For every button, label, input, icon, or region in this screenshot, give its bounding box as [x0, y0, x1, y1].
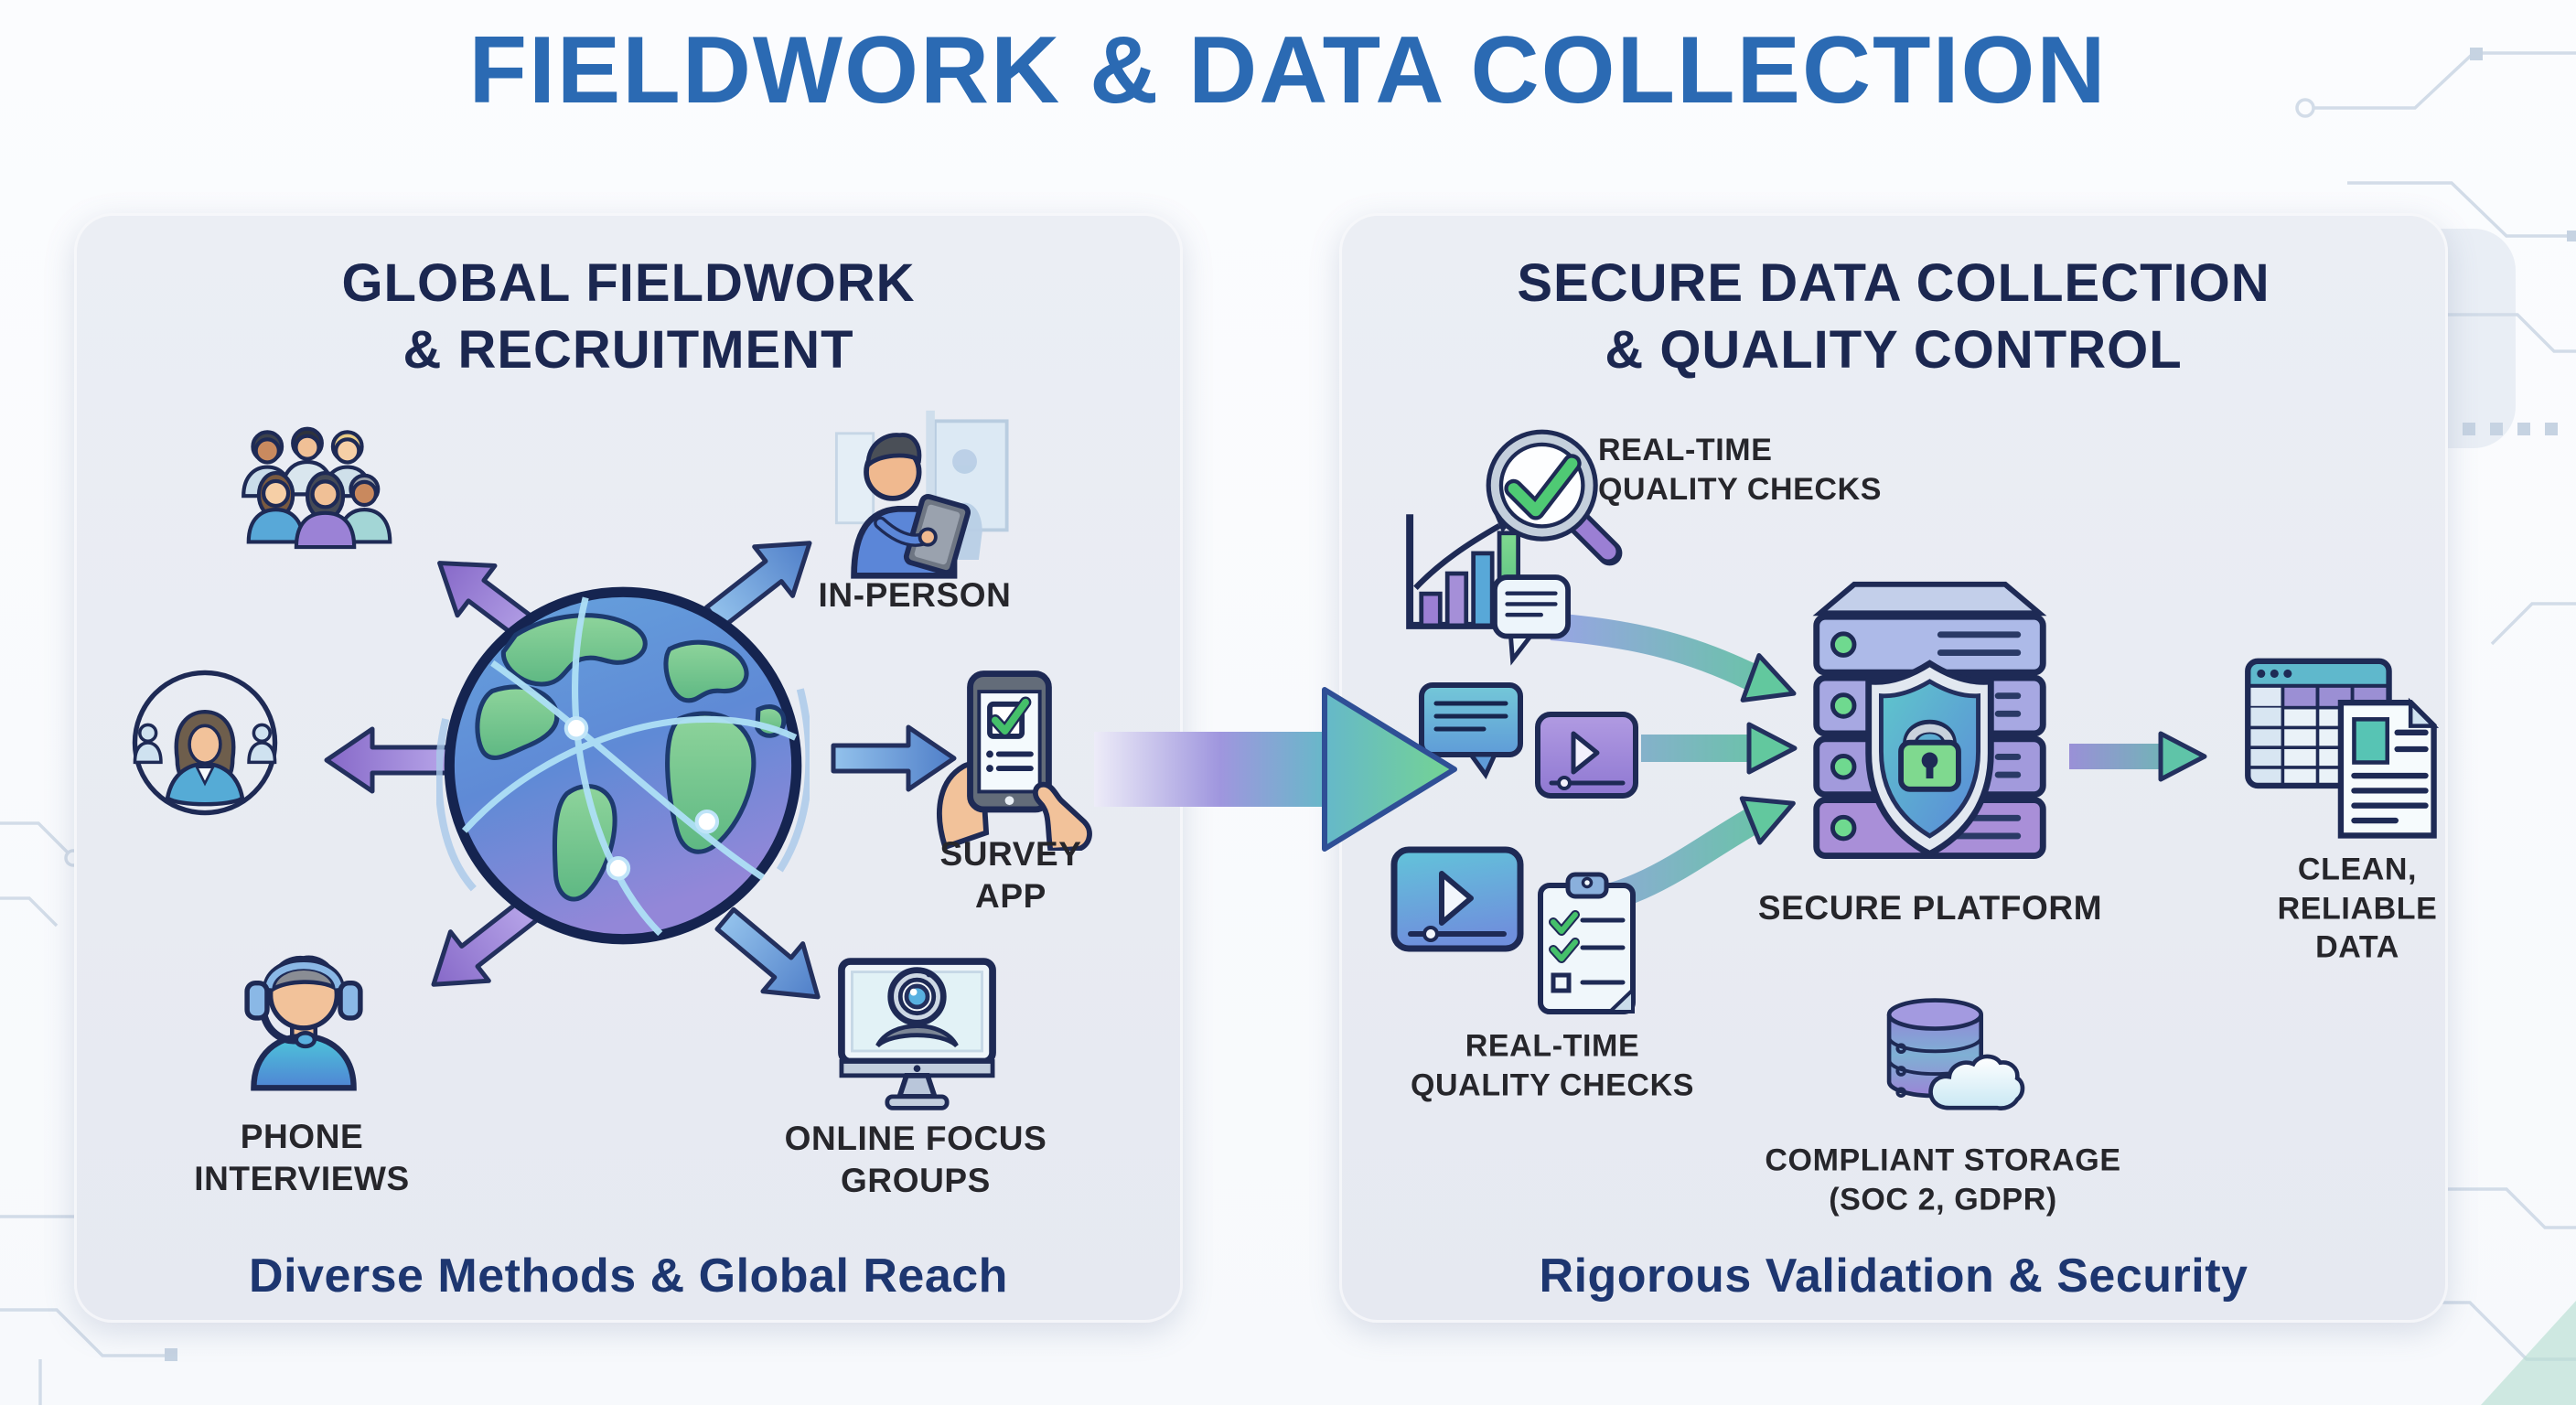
- table-document-icon: [2241, 649, 2457, 849]
- secure-platform-label: SECURE PLATFORM: [1757, 888, 2103, 927]
- phone-interviewer-headset-icon: [220, 919, 387, 1097]
- arrow-to-in-person: [703, 541, 812, 630]
- chat-bubble-icon: [1491, 572, 1572, 669]
- left-panel: GLOBAL FIELDWORK & RECRUITMENT: [74, 213, 1183, 1323]
- left-panel-caption: Diverse Methods & Global Reach: [249, 1249, 1008, 1303]
- right-panel-title: SECURE DATA COLLECTION & QUALITY CONTROL: [1517, 253, 2270, 381]
- secure-server-shield-icon: [1795, 577, 2065, 883]
- left-panel-title: GLOBAL FIELDWORK & RECRUITMENT: [341, 253, 916, 381]
- quality-checks-top-label: REAL-TIME QUALITY CHECKS: [1598, 433, 1883, 507]
- magnifier-check-icon: [1473, 416, 1630, 574]
- compliant-storage-label: COMPLIANT STORAGE (SOC 2, GDPR): [1765, 1142, 2121, 1217]
- global-network-globe-icon: [436, 579, 810, 952]
- arrow-to-focus-groups: [714, 906, 821, 1000]
- arrow-to-survey-app: [831, 724, 957, 792]
- in-person-interviewer-icon: [828, 407, 1015, 583]
- survey-app-phone-icon: [915, 654, 1102, 851]
- survey-app-label: SURVEY APP: [939, 834, 1082, 915]
- diverse-respondents-group-icon: [218, 413, 397, 585]
- video-clip-purple-icon: [1535, 712, 1638, 799]
- online-focus-groups-label: ONLINE FOCUS GROUPS: [784, 1119, 1047, 1199]
- page-title: FIELDWORK & DATA COLLECTION: [468, 17, 2108, 123]
- quality-checks-bottom-label: REAL-TIME QUALITY CHECKS: [1410, 1028, 1695, 1103]
- arrow-to-phone-interviews: [431, 897, 540, 987]
- online-focus-group-webcam-icon: [828, 940, 1006, 1116]
- in-person-label: IN-PERSON: [818, 575, 1012, 614]
- right-panel-caption: Rigorous Validation & Security: [1539, 1249, 2249, 1303]
- panel-transition-arrow: [1094, 687, 1457, 852]
- database-cloud-icon: [1864, 986, 2027, 1128]
- phone-interviews-label: PHONE INTERVIEWS: [194, 1117, 410, 1197]
- clean-reliable-data-label: CLEAN, RELIABLE DATA: [2277, 852, 2438, 965]
- globe-radiating-arrows: [324, 541, 957, 1000]
- video-clip-blue-icon: [1390, 846, 1524, 952]
- arrow-chat-to-server: [1550, 613, 1797, 702]
- arrow-server-to-clean-data: [2069, 731, 2207, 782]
- chat-bubble-teal-icon: [1418, 681, 1524, 780]
- corner-accent: [2481, 1301, 2576, 1405]
- arrow-to-participant: [324, 726, 450, 794]
- right-panel: SECURE DATA COLLECTION & QUALITY CONTROL: [1339, 213, 2448, 1323]
- participant-circle-icon: [123, 661, 286, 824]
- arrow-video-to-server: [1641, 722, 1798, 775]
- checklist-clipboard-icon: [1535, 869, 1638, 1018]
